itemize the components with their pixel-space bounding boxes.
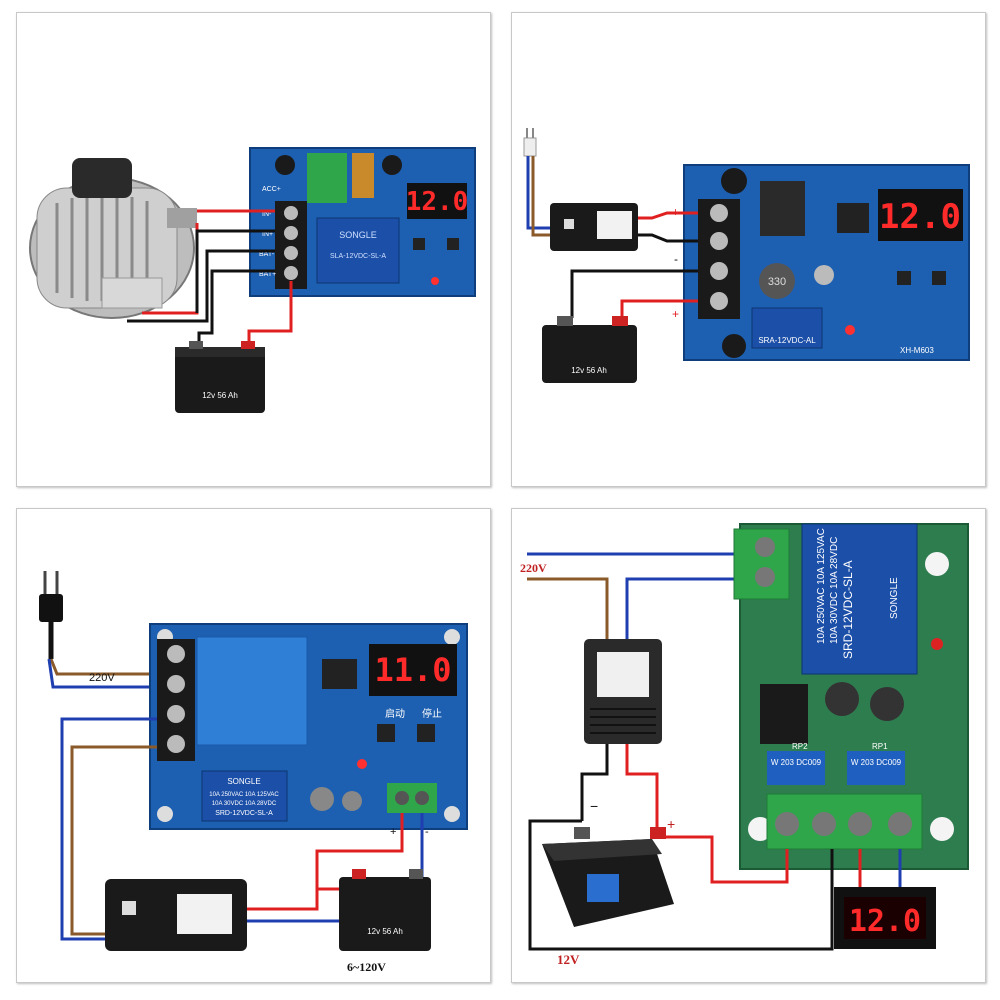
button-label-start: 启动 bbox=[385, 707, 405, 720]
wire-red-battery bbox=[620, 299, 698, 318]
wire-red-battery-board bbox=[664, 835, 789, 884]
voltmeter-readout: 12.0 bbox=[849, 904, 921, 939]
panel-transformer-board-wiring: 220V 11.0 启动 停止 SONGLE 10A 250VAC 10A 12… bbox=[16, 508, 491, 983]
wire-black-adapter bbox=[638, 233, 698, 243]
wire-blue-load bbox=[60, 717, 157, 941]
relay-model: SLA-12VDC-SL-A bbox=[330, 253, 386, 260]
label-input-voltage: 220V bbox=[89, 672, 115, 684]
rp1-label: RP1 bbox=[872, 742, 888, 751]
power-adapter bbox=[584, 639, 662, 744]
relay-line-3: SRD-12VDC-SL-A bbox=[215, 810, 273, 817]
pot-label-rp2: W 203 DC009 bbox=[771, 758, 822, 767]
wire-red-adapter bbox=[638, 211, 698, 220]
panel-green-board-wiring: 220V 10A 250VAC 10A 125VAC 10A 30VDC 10A… bbox=[511, 508, 986, 983]
wire-black-in bbox=[195, 229, 275, 313]
pot-label-rp1: W 203 DC009 bbox=[851, 758, 902, 767]
charger-board: 12.0 SONGLE SLA-12VDC-SL-A ACC+ IN- IN+ … bbox=[249, 147, 476, 297]
label-minus: − bbox=[590, 798, 598, 814]
relay-model: SRA-12VDC-AL bbox=[758, 336, 816, 345]
display-readout: 12.0 bbox=[879, 197, 961, 237]
wire-red-bat bbox=[247, 281, 293, 348]
charger-board: 12.0 330 SRA-12VDC-AL XH-M603 bbox=[683, 164, 970, 361]
wires bbox=[570, 211, 698, 318]
green-board-wiring-diagram: 220V 10A 250VAC 10A 125VAC 10A 30VDC 10A… bbox=[520, 523, 969, 967]
power-adapter bbox=[550, 203, 638, 251]
transformer-board-wiring-diagram: 220V 11.0 启动 停止 SONGLE 10A 250VAC 10A 12… bbox=[39, 571, 468, 974]
terminal-label-bat-plus: BAT+ bbox=[259, 271, 276, 278]
wire-black-battery-board bbox=[528, 819, 834, 951]
wire-red-board-battery bbox=[315, 813, 404, 891]
wire-brown-mains bbox=[531, 156, 550, 237]
wire-black-alt bbox=[127, 249, 275, 323]
wires bbox=[528, 744, 902, 951]
battery: 12v 56 Ah bbox=[542, 316, 637, 383]
rp2-label: RP2 bbox=[792, 742, 808, 751]
charger-board: 10A 250VAC 10A 125VAC 10A 30VDC 10A 28VD… bbox=[733, 523, 969, 870]
relay-line-1: 10A 250VAC 10A 125VAC bbox=[209, 792, 279, 798]
battery bbox=[542, 827, 674, 927]
battery: 12v 56 Ah bbox=[175, 341, 265, 413]
terminal-label-in-plus: IN+ bbox=[262, 231, 273, 238]
display-readout: 12.0 bbox=[406, 187, 469, 217]
mains-wires bbox=[47, 658, 159, 689]
wires bbox=[127, 209, 293, 348]
wire-brown-mains-a bbox=[527, 577, 609, 639]
mains-wires bbox=[526, 156, 550, 237]
battery-label: 12v 56 Ah bbox=[367, 927, 403, 936]
label-input-voltage: 220V bbox=[520, 561, 547, 575]
relay-line-1: 10A 250VAC 10A 125VAC bbox=[816, 528, 827, 644]
button-label-stop: 停止 bbox=[422, 707, 442, 720]
alternator-image bbox=[29, 158, 197, 319]
ac-plug-icon bbox=[523, 128, 537, 157]
label-minus: - bbox=[674, 252, 678, 266]
alternator-wiring-diagram: 12.0 SONGLE SLA-12VDC-SL-A ACC+ IN- IN+ … bbox=[29, 147, 476, 413]
inductor-label: 330 bbox=[768, 276, 786, 288]
panel-xh-m603-wiring: 12.0 330 SRA-12VDC-AL XH-M603 + - + 12v … bbox=[511, 12, 986, 487]
mains-wires bbox=[527, 552, 737, 639]
relay-line-2: 10A 30VDC 10A 28VDC bbox=[829, 537, 840, 644]
ac-plug-icon bbox=[39, 571, 63, 659]
relay-brand: SONGLE bbox=[889, 577, 900, 619]
label-voltage-range: 6~120V bbox=[347, 960, 386, 974]
voltmeter: 12.0 bbox=[834, 887, 936, 949]
wire-brown-mains bbox=[49, 658, 159, 676]
terminal-label-bat-minus: BAT- bbox=[259, 251, 275, 258]
label-plus: + bbox=[390, 826, 396, 838]
wire-red-adapter-battery bbox=[625, 744, 659, 827]
relay-brand: SONGLE bbox=[227, 777, 260, 786]
label-minus: - bbox=[425, 826, 429, 838]
power-adapter bbox=[105, 879, 247, 951]
battery: 12v 56 Ah bbox=[339, 869, 431, 951]
wire-black-adapter-battery bbox=[580, 744, 609, 821]
wire-brown-load bbox=[70, 745, 157, 936]
battery-label: 12v 56 Ah bbox=[571, 366, 607, 375]
label-plus: + bbox=[667, 816, 675, 832]
terminal-label-acc: ACC+ bbox=[262, 186, 281, 193]
board-label: XH-M603 bbox=[900, 346, 934, 355]
terminal-label-in-minus: IN- bbox=[262, 211, 272, 218]
wire-blue-mains bbox=[526, 156, 550, 230]
wire-blue-mains bbox=[47, 658, 159, 689]
wire-black-bat bbox=[197, 269, 275, 348]
label-battery-voltage: 12V bbox=[557, 952, 580, 967]
relay-brand: SONGLE bbox=[339, 230, 377, 240]
wire-blue-mains-b bbox=[625, 577, 737, 639]
panel-alternator-wiring: 12.0 SONGLE SLA-12VDC-SL-A ACC+ IN- IN+ … bbox=[16, 12, 491, 487]
wire-black-battery bbox=[570, 269, 698, 318]
xh-m603-wiring-diagram: 12.0 330 SRA-12VDC-AL XH-M603 + - + 12v … bbox=[523, 128, 970, 383]
battery-label: 12v 56 Ah bbox=[202, 391, 238, 400]
charger-board: 11.0 启动 停止 SONGLE 10A 250VAC 10A 125VAC … bbox=[149, 623, 468, 830]
relay-line-3: SRD-12VDC-SL-A bbox=[841, 560, 855, 659]
display-readout: 11.0 bbox=[374, 651, 451, 689]
label-plus-top: + bbox=[672, 205, 679, 219]
relay-line-2: 10A 30VDC 10A 28VDC bbox=[212, 801, 277, 807]
wire-red-adapter-battery bbox=[247, 889, 319, 911]
label-plus-bottom: + bbox=[672, 307, 679, 321]
